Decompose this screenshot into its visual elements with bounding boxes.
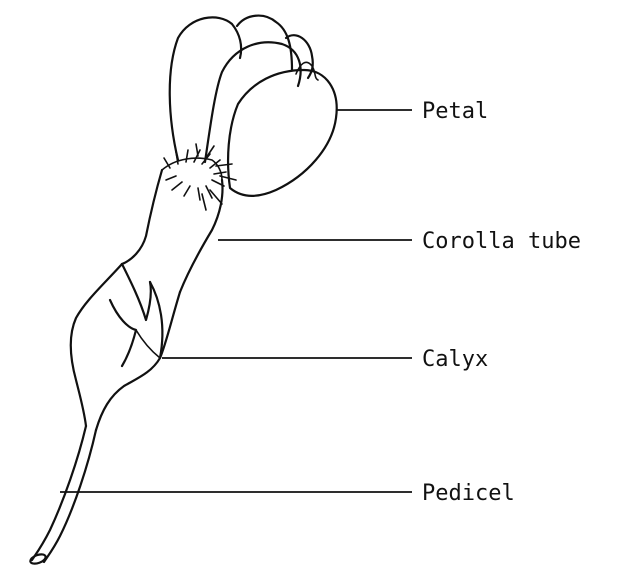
calyx-lobe-center [122,264,151,320]
corolla-throat-hairs [164,144,236,210]
calyx-inner-edge [136,330,160,358]
petal-front [228,70,337,196]
calyx-outer-left [71,264,122,426]
petal-front-mid [205,42,301,162]
calyx-outer-right [96,292,180,430]
calyx-lobe-left [110,300,136,366]
pedicel-cut-end [29,553,47,565]
pedicel-label: Pedicel [422,481,515,506]
petals [170,16,337,196]
corolla-tube-label: Corolla tube [422,229,581,254]
calyx-label: Calyx [422,347,488,372]
calyx [71,264,180,430]
pedicel [29,426,96,565]
pedicel-right [44,430,96,562]
corolla-tube-left [122,170,162,264]
corolla-tube-rim [162,158,222,180]
petal-label: Petal [422,99,488,124]
